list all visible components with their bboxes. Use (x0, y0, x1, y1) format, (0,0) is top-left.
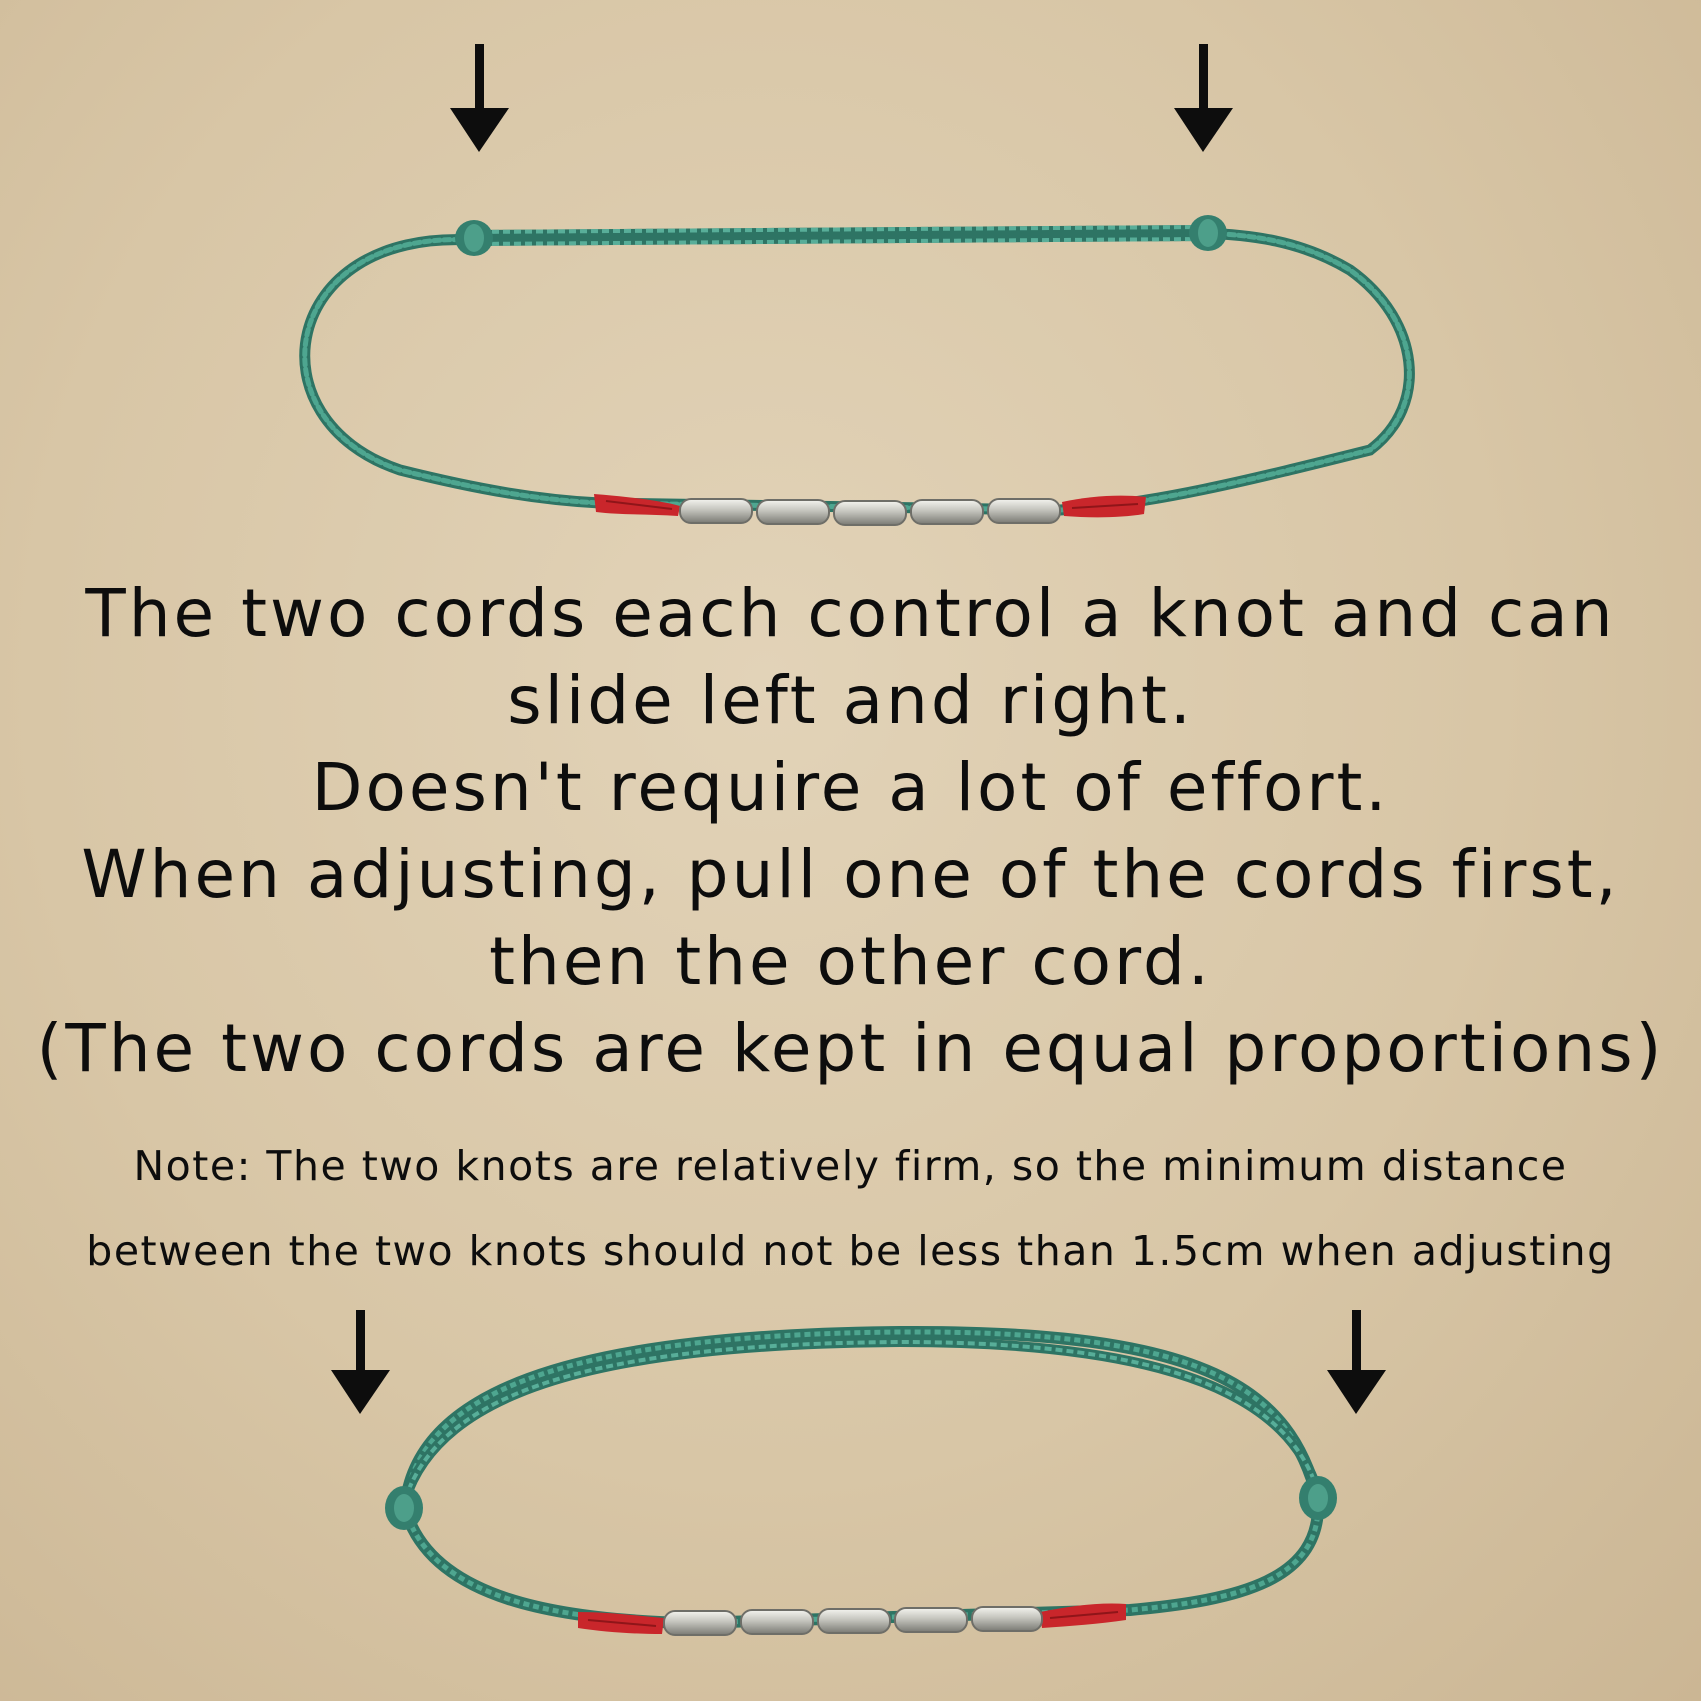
top-bracelet (299, 215, 1415, 526)
instruction-line: (The two cords are kept in equal proport… (36, 1010, 1665, 1087)
top-silver-beads (679, 498, 1061, 526)
instruction-line: When adjusting, pull one of the cords fi… (81, 836, 1620, 913)
down-arrow-icon (1327, 1310, 1386, 1414)
down-arrow-icon (1174, 44, 1233, 152)
instruction-line: Doesn't require a lot of effort. (311, 749, 1390, 826)
bottom-bracelet (385, 1325, 1337, 1636)
note-line: between the two knots should not be less… (86, 1227, 1615, 1275)
top-bracelet-double-cord (462, 225, 1213, 246)
top-bracelet-cord-loop (299, 227, 1415, 516)
bottom-silver-beads (663, 1606, 1043, 1636)
down-arrow-icon (331, 1310, 390, 1414)
instruction-line: The two cords each control a knot and ca… (85, 575, 1616, 652)
instruction-line: then the other cord. (489, 923, 1212, 1000)
note-line: Note: The two knots are relatively firm,… (133, 1142, 1568, 1190)
down-arrow-icon (450, 44, 509, 152)
instruction-line: slide left and right. (507, 662, 1194, 739)
